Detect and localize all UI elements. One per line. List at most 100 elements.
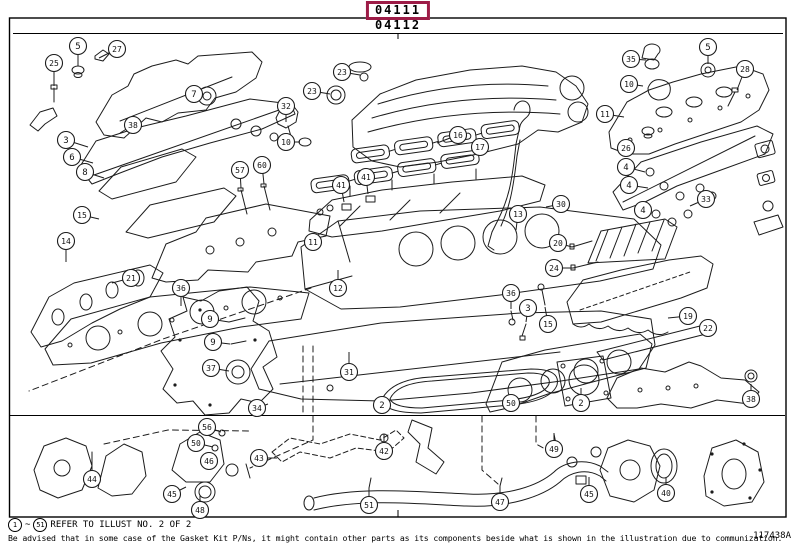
callout-5[interactable]: 5	[68, 36, 88, 67]
footnote-reference: 1 ~ 51 REFER TO ILLUST NO. 2 OF 2	[8, 518, 191, 532]
callout-37[interactable]: 37	[201, 358, 230, 378]
callout-30[interactable]: 30	[545, 194, 571, 214]
callout-43[interactable]: 43	[249, 448, 278, 468]
callout-35[interactable]: 35	[621, 49, 647, 69]
callout-11[interactable]: 11	[303, 232, 323, 252]
callout-38[interactable]: 38	[741, 384, 761, 409]
callout-20[interactable]: 20	[548, 233, 573, 253]
svg-text:19: 19	[683, 312, 693, 321]
callout-9[interactable]: 9	[200, 309, 230, 329]
callout-7[interactable]: 7	[184, 84, 204, 104]
callout-23[interactable]: 23	[332, 62, 361, 82]
callout-48[interactable]: 48	[190, 495, 210, 520]
callout-47[interactable]: 47	[490, 486, 510, 512]
callout-2[interactable]: 2	[571, 388, 591, 413]
callout-41[interactable]: 41	[356, 167, 376, 195]
callout-3[interactable]: 3	[518, 298, 538, 323]
callout-45[interactable]: 45	[579, 477, 599, 504]
callout-8[interactable]: 8	[75, 162, 105, 182]
svg-text:45: 45	[584, 490, 594, 499]
callout-4[interactable]: 4	[616, 157, 646, 177]
svg-text:15: 15	[77, 211, 87, 220]
callout-3[interactable]: 3	[56, 130, 89, 150]
callout-2[interactable]: 2	[372, 395, 392, 415]
callout-40[interactable]: 40	[656, 477, 676, 503]
right-cam-cover-group	[608, 43, 784, 236]
callout-6[interactable]: 6	[62, 147, 94, 167]
callout-17[interactable]: 17	[470, 137, 490, 157]
svg-text:43: 43	[254, 454, 264, 463]
svg-text:24: 24	[549, 264, 559, 273]
callout-46[interactable]: 46	[199, 451, 219, 471]
svg-text:44: 44	[87, 475, 97, 484]
callout-15[interactable]: 15	[538, 306, 558, 334]
callout-44[interactable]: 44	[82, 463, 102, 489]
part-number-secondary[interactable]: 04112	[374, 18, 422, 32]
callout-38[interactable]: 38	[119, 115, 143, 135]
tilde: ~	[25, 520, 31, 530]
footnote-reference-text: REFER TO ILLUST NO. 2 OF 2	[50, 520, 192, 530]
callout-9[interactable]: 9	[203, 332, 231, 352]
callout-25[interactable]: 25	[44, 53, 64, 87]
svg-text:4: 4	[626, 181, 631, 191]
callout-51[interactable]: 51	[359, 488, 379, 515]
engine-block-group	[300, 206, 662, 310]
svg-text:45: 45	[167, 490, 177, 499]
diagram-frame	[8, 16, 787, 518]
svg-text:10: 10	[281, 138, 291, 147]
callout-50[interactable]: 50	[186, 433, 214, 453]
callout-50[interactable]: 50	[501, 393, 521, 413]
callout-10[interactable]: 10	[276, 132, 301, 152]
callout-11[interactable]: 11	[595, 104, 625, 124]
svg-text:2: 2	[578, 399, 583, 409]
callout-56[interactable]: 56	[197, 417, 222, 437]
svg-text:30: 30	[556, 200, 566, 209]
callout-31[interactable]: 31	[339, 352, 359, 382]
callout-16[interactable]: 16	[436, 125, 468, 145]
callout-22[interactable]: 22	[698, 318, 718, 338]
callout-19[interactable]: 19	[667, 306, 698, 326]
callout-34[interactable]: 34	[247, 398, 269, 418]
callout-4[interactable]: 4	[633, 200, 653, 220]
svg-text:38: 38	[746, 395, 756, 404]
callout-14[interactable]: 14	[56, 231, 76, 263]
kit-boundary-lines	[28, 287, 559, 485]
callout-27[interactable]: 27	[98, 39, 127, 59]
callout-57[interactable]: 57	[230, 160, 250, 189]
callout-4[interactable]: 4	[619, 175, 649, 195]
callout-36[interactable]: 36	[171, 278, 191, 307]
callout-23[interactable]: 23	[302, 81, 331, 101]
callout-15[interactable]: 15	[72, 205, 100, 225]
svg-text:6: 6	[69, 153, 74, 163]
callout-10[interactable]: 10	[619, 74, 644, 94]
oil-pan-group	[250, 310, 656, 414]
callout-33[interactable]: 33	[689, 189, 716, 209]
callout-28[interactable]: 28	[735, 59, 755, 91]
svg-text:20: 20	[553, 239, 563, 248]
callout-32[interactable]: 32	[276, 96, 296, 123]
svg-text:28: 28	[740, 65, 750, 74]
callout-49[interactable]: 49	[544, 433, 564, 459]
svg-text:48: 48	[195, 506, 205, 515]
callout-36[interactable]: 36	[501, 283, 521, 310]
footnote-advisory: Be advised that in some case of the Gask…	[8, 533, 783, 543]
callout-26[interactable]: 26	[616, 138, 636, 158]
callout-21[interactable]: 21	[111, 268, 141, 288]
intake-plenum-group	[275, 61, 589, 238]
svg-text:35: 35	[626, 55, 636, 64]
svg-text:57: 57	[235, 166, 245, 175]
callout-42[interactable]: 42	[374, 434, 394, 461]
svg-text:25: 25	[49, 59, 59, 68]
callout-5[interactable]: 5	[698, 37, 718, 65]
svg-text:14: 14	[61, 237, 71, 246]
part-number-highlight-box[interactable]: 04111	[365, 1, 431, 20]
callout-60[interactable]: 60	[252, 155, 272, 185]
callout-13[interactable]: 13	[508, 204, 528, 231]
callout-24[interactable]: 24	[544, 258, 574, 278]
svg-text:9: 9	[207, 315, 212, 325]
callout-45[interactable]: 45	[162, 484, 187, 504]
callout-41[interactable]: 41	[331, 175, 351, 203]
callout-12[interactable]: 12	[328, 270, 348, 298]
svg-text:36: 36	[176, 284, 186, 293]
